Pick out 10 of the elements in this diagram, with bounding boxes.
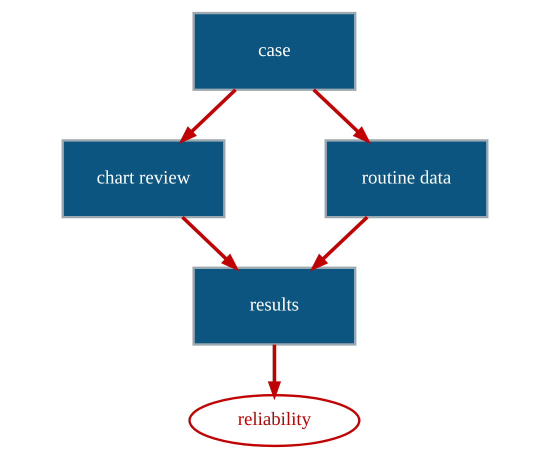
arrow (312, 88, 372, 144)
node-box: routine data (324, 139, 488, 218)
node-box: case (192, 12, 356, 91)
arrow (310, 216, 368, 272)
arrow (181, 216, 240, 272)
node-box: chart review (62, 139, 226, 218)
node-ellipse: reliability (188, 394, 360, 448)
arrow (178, 88, 237, 144)
node-box: results (192, 266, 356, 346)
arrow (268, 344, 282, 400)
